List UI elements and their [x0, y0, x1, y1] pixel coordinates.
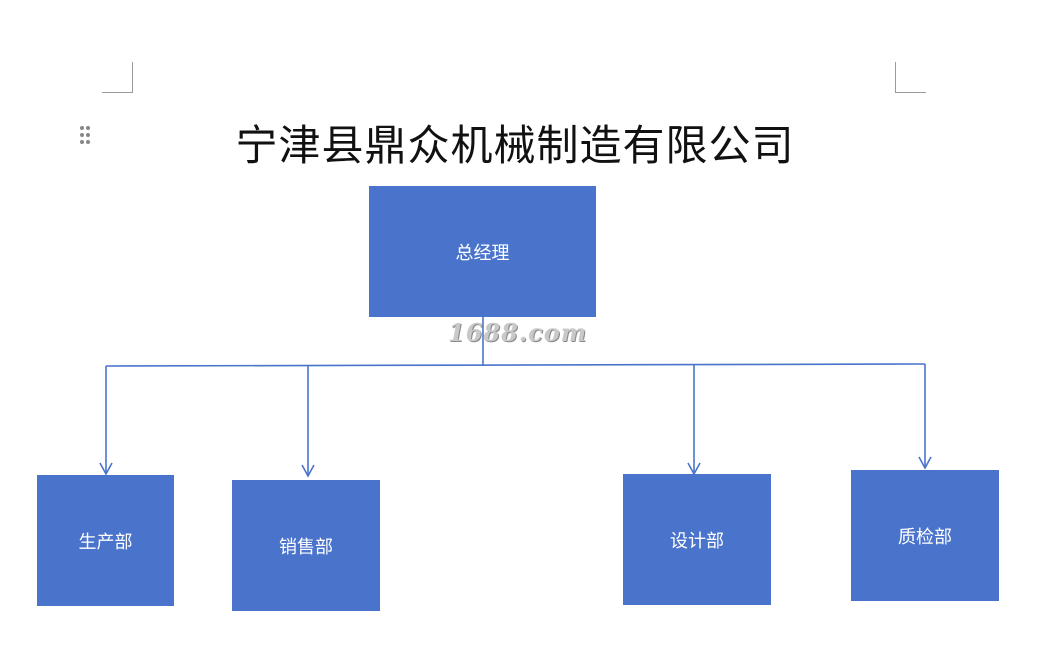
node-sales[interactable]: 销售部 — [232, 480, 380, 611]
node-quality[interactable]: 质检部 — [851, 470, 999, 601]
crop-mark-top-left — [102, 92, 133, 93]
node-general-manager[interactable]: 总经理 — [369, 186, 596, 317]
node-label: 总经理 — [455, 242, 510, 264]
node-label: 设计部 — [670, 530, 724, 552]
crop-mark-top-left — [132, 62, 133, 93]
crop-mark-top-right — [895, 62, 896, 93]
connector-bus — [105, 363, 926, 367]
node-production[interactable]: 生产部 — [37, 475, 174, 606]
drag-handle-icon[interactable] — [80, 126, 92, 146]
node-design[interactable]: 设计部 — [623, 474, 771, 605]
watermark: 1688.com — [448, 318, 588, 347]
node-label: 销售部 — [279, 536, 333, 558]
node-label: 生产部 — [78, 531, 133, 553]
chart-title: 宁津县鼎众机械制造有限公司 — [235, 121, 795, 170]
crop-mark-top-right — [895, 92, 926, 93]
node-label: 质检部 — [898, 526, 952, 548]
